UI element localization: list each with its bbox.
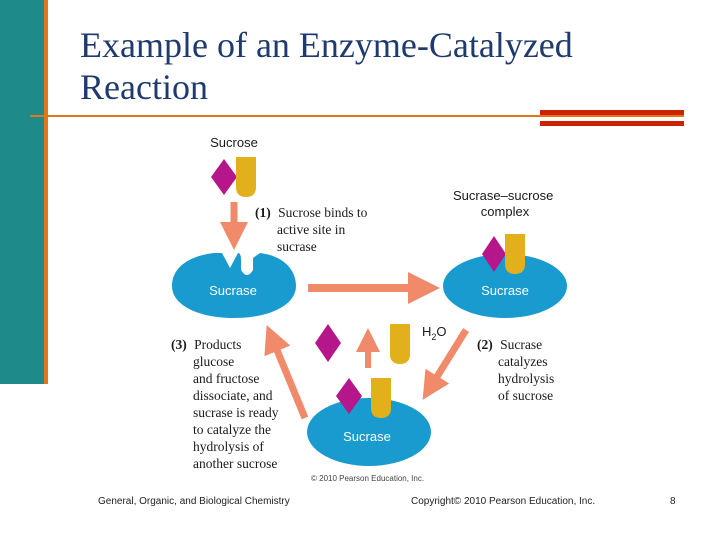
step3-number: (3) [171,337,187,352]
diagram-credit: © 2010 Pearson Education, Inc. [311,474,424,483]
sucrose-label: Sucrose [210,135,258,150]
step3-line-1: Products [194,337,241,352]
step1-text: (1) Sucrose binds to active site in sucr… [255,205,371,254]
step1-number: (1) [255,205,271,220]
step2-text: (2) Sucrase catalyzes hydrolysis of sucr… [477,337,558,403]
step2-line-4: of sucrose [498,388,553,403]
arrow-return [264,325,309,420]
sucrase-enzyme-right [443,254,567,318]
sidebar-bar [0,0,44,384]
title-rule [30,115,684,117]
sucrase-enzyme-left [172,253,296,318]
footer-center: Copyright© 2010 Pearson Education, Inc. [411,496,596,507]
title-accent-bar [540,110,684,115]
step2-line-3: hydrolysis [498,371,554,386]
sucrase-enzyme-bottom [307,398,431,466]
step1-line-2: active site in [277,222,345,237]
complex-label-line-1: Sucrase–sucrose [453,188,553,203]
complex-label-line-2: complex [481,204,530,219]
step3-line-3: and fructose [193,371,259,386]
step3-line-5: sucrase is ready [193,405,279,420]
fructose-diamond-released [315,324,341,362]
water-label: H2O [422,324,447,342]
step2-line-1: Sucrase [500,337,542,352]
step3-line-8: another sucrose [193,456,277,471]
sucrase-label-left: Sucrase [209,283,257,298]
sucrase-label-bottom: Sucrase [343,429,391,444]
step1-line-1: Sucrose binds to [278,205,367,220]
slide-title: Example of an Enzyme-Catalyzed Reaction [80,24,700,108]
water-sub: 2 [431,332,436,342]
title-line-2: Reaction [80,67,208,107]
page-number: 8 [670,496,676,507]
step2-line-2: catalyzes [498,354,547,369]
water-h: H [422,324,431,339]
glucose-u-top [236,157,256,197]
water-o: O [436,324,446,339]
glucose-u-complex [505,234,525,274]
step3-line-6: to catalyze the [193,422,271,437]
complex-label: Sucrase–sucrose complex [453,188,557,219]
fructose-diamond-complex [482,236,506,272]
step1-line-3: sucrase [277,239,317,254]
glucose-u-bottom [371,378,391,418]
step3-text: (3) Products glucose and fructose dissoc… [171,337,282,471]
fructose-diamond-top [211,159,237,195]
title-line-1: Example of an Enzyme-Catalyzed [80,25,573,65]
step3-line-4: dissociate, and [193,388,273,403]
step3-line-2: glucose [193,354,234,369]
title-accent-bar-lower [540,121,684,126]
footer-left: General, Organic, and Biological Chemist… [98,496,290,507]
sidebar-edge [44,0,48,384]
sucrase-label-right: Sucrase [481,283,529,298]
arrow-to-hydrolysis [422,328,469,400]
glucose-u-released [390,324,410,364]
fructose-diamond-bottom [336,378,362,414]
step2-number: (2) [477,337,493,352]
step3-line-7: hydrolysis of [193,439,264,454]
